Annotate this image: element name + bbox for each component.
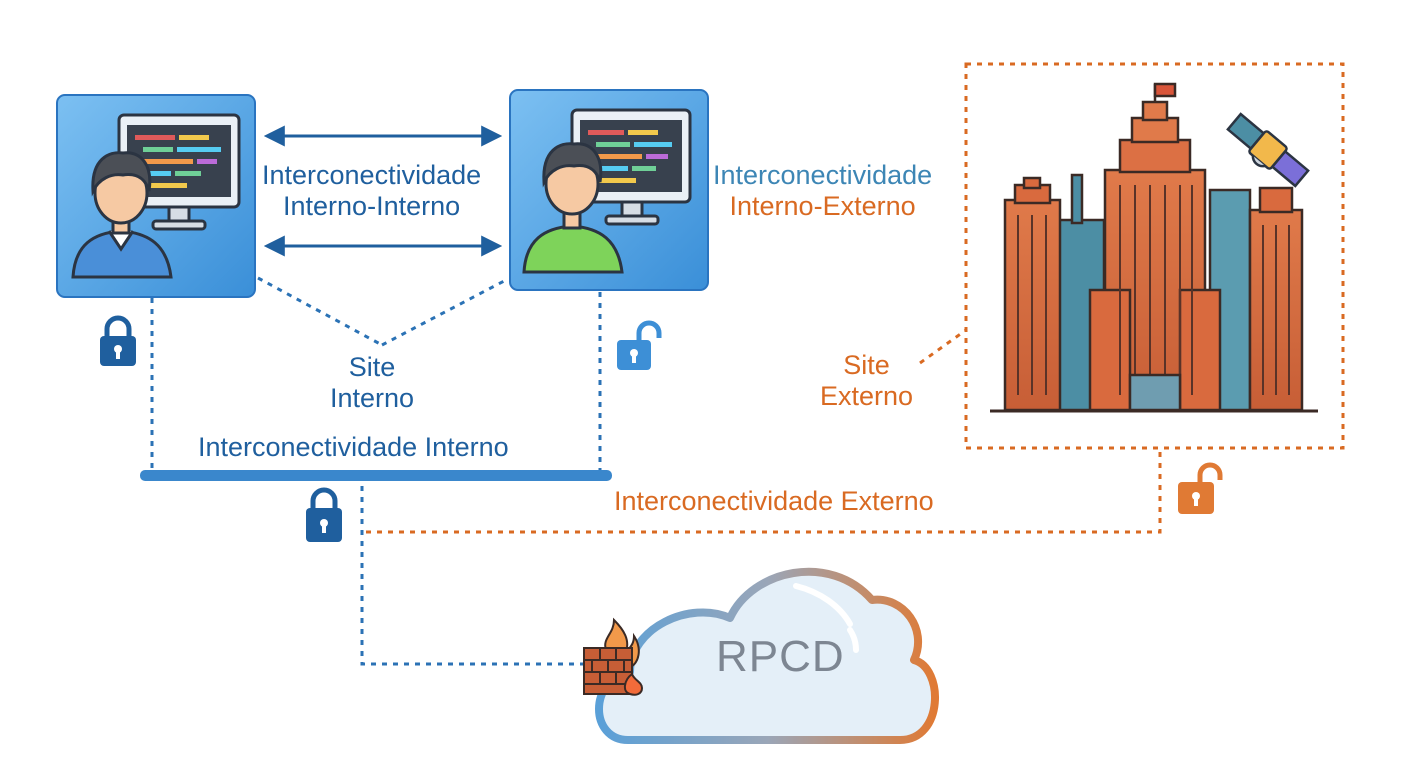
city-buildings-icon bbox=[990, 82, 1318, 413]
lock-open-icon bbox=[617, 320, 662, 370]
developer-workstation-icon bbox=[56, 94, 256, 298]
lock-closed-icon bbox=[100, 315, 136, 366]
site-externo-label: Site Externo bbox=[820, 350, 913, 412]
interno-bus-label: Interconectividade Interno bbox=[198, 432, 509, 462]
site-interno-line1: Site bbox=[348, 352, 396, 382]
interno-bus-bar bbox=[140, 470, 612, 481]
site-externo-line2: Externo bbox=[820, 381, 914, 412]
satellite-icon bbox=[1226, 112, 1310, 188]
external-site-boundary bbox=[964, 62, 1345, 450]
interno-externo-line2: Interno-Externo bbox=[729, 191, 916, 222]
lock-closed-icon bbox=[306, 487, 342, 542]
lock-open-icon bbox=[1178, 462, 1223, 514]
interno-interno-arrows bbox=[263, 125, 503, 257]
internal-dashed-connectors bbox=[150, 276, 602, 666]
cloud-label: RPCD bbox=[716, 632, 845, 681]
interno-interno-line2: Interno-Interno bbox=[283, 191, 461, 222]
site-interno-label: Site Interno bbox=[330, 352, 414, 414]
externo-link-label: Interconectividade Externo bbox=[614, 486, 934, 516]
developer-workstation-icon bbox=[509, 89, 709, 291]
site-interno-line2: Interno bbox=[330, 383, 415, 414]
firewall-icon bbox=[583, 617, 644, 696]
interno-interno-label: Interconectividade Interno-Interno bbox=[262, 160, 481, 222]
external-dashed-connectors bbox=[366, 62, 1345, 534]
interno-interno-line1: Interconectividade bbox=[262, 160, 482, 190]
interno-externo-label: Interconectividade Interno-Externo bbox=[713, 160, 932, 222]
interno-externo-line1: Interconectividade bbox=[713, 160, 933, 190]
site-externo-line1: Site bbox=[843, 350, 890, 380]
